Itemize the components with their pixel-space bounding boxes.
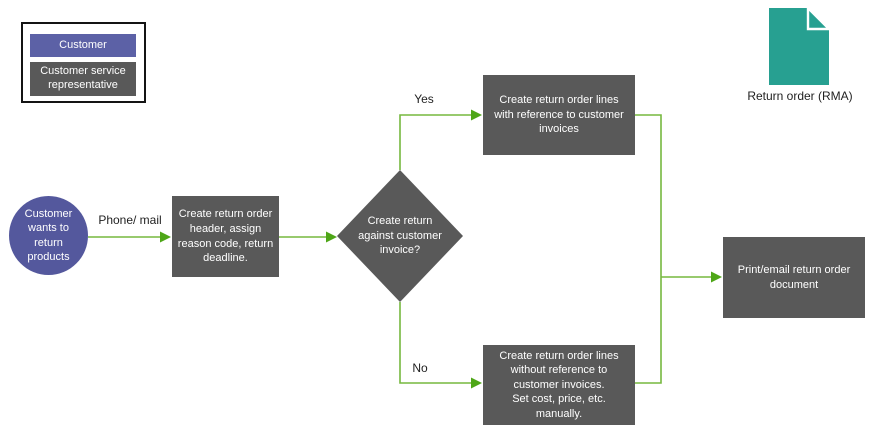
with-reference-label: Create return order lines with reference… [494, 94, 624, 136]
print-email-label: Print/email return order document [737, 263, 851, 291]
no-label: No [412, 361, 428, 375]
return-order-label: Return order (RMA) [747, 89, 853, 103]
start-node: Customer wants to return products [9, 196, 88, 275]
yes-label: Yes [414, 92, 434, 106]
decision-label: Create return against customer invoice? [358, 215, 442, 257]
return-order-document-icon [769, 5, 832, 90]
decision-node: Create return against customer invoice? [340, 170, 460, 302]
with-reference-node: Create return order lines with reference… [483, 75, 635, 155]
arrowhead-no-branch [471, 377, 482, 389]
legend-item-customer: Customer [30, 34, 136, 57]
without-reference-label: Create return order lines without refere… [499, 349, 619, 420]
create-header-node: Create return order header, assign reaso… [172, 196, 279, 277]
legend-box: Customer Customer service representative [21, 22, 146, 103]
arrowhead-header-to-decision [326, 231, 337, 243]
start-node-label: Customer wants to return products [24, 207, 73, 263]
legend-item-csr: Customer service representative [30, 62, 136, 96]
document-icon [769, 5, 832, 85]
phone-mail-label: Phone/ mail [98, 213, 162, 227]
legend-customer-label: Customer [59, 38, 107, 51]
arrowhead-start-to-header [160, 231, 171, 243]
without-reference-node: Create return order lines without refere… [483, 345, 635, 425]
document-fold-corner [806, 5, 832, 31]
connector-merge [635, 114, 662, 384]
legend-csr-label: Customer service representative [40, 65, 126, 91]
arrowhead-yes-branch [471, 109, 482, 121]
print-email-node: Print/email return order document [723, 237, 865, 318]
connector-yes-branch [399, 114, 471, 170]
create-header-label: Create return order header, assign reaso… [177, 208, 274, 265]
arrowhead-merge-to-print [711, 271, 722, 283]
